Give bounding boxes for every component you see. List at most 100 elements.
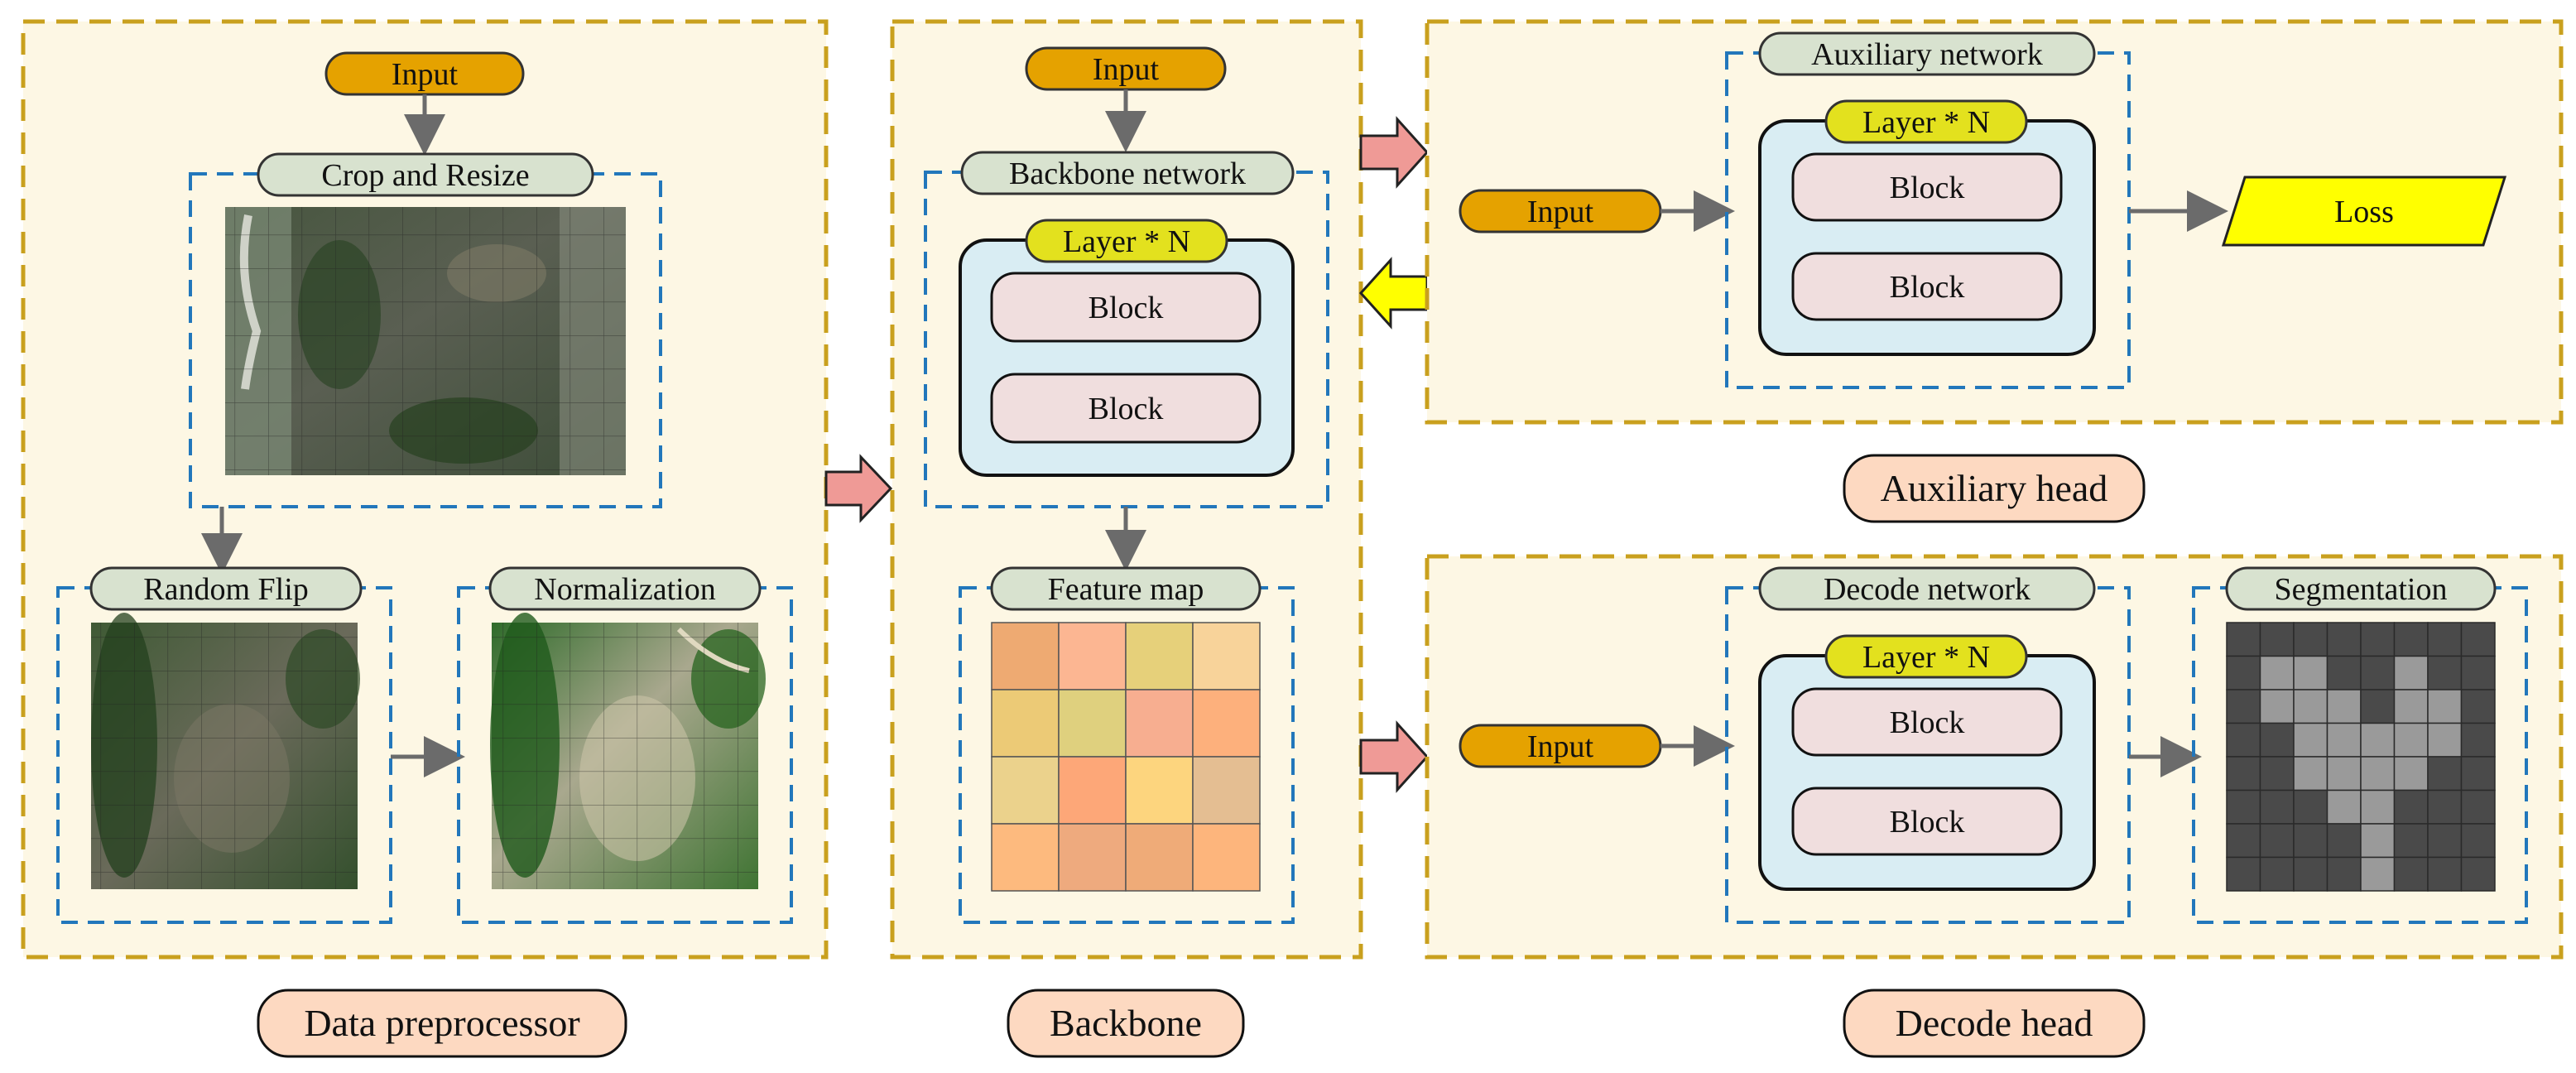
feature-cell — [991, 689, 1060, 758]
segmentation-cell — [2226, 722, 2261, 758]
backbone-network-label: Backbone network — [1009, 156, 1246, 191]
random-flip-label: Random Flip — [143, 572, 309, 607]
segmentation-box: Segmentation — [2192, 566, 2528, 924]
dec-block-2-label: Block — [1890, 805, 1965, 840]
feature-cell — [1192, 622, 1261, 690]
segmentation-cell — [2226, 689, 2261, 724]
dp-input-pill: Input — [324, 51, 525, 96]
segmentation-cell — [2226, 856, 2261, 892]
norm-satellite-image — [490, 613, 766, 889]
segmentation-cell — [2259, 823, 2295, 859]
section-auxiliary-head: Auxiliary head — [1843, 454, 2146, 523]
dec-block-1 — [1791, 687, 2063, 757]
segmentation-cell — [2293, 655, 2328, 690]
aux-input-label: Input — [1527, 195, 1594, 229]
segmentation-cell — [2360, 622, 2396, 657]
segmentation-cell — [2393, 689, 2429, 724]
segmentation-grid — [2226, 622, 2496, 892]
bb-input-label: Input — [1093, 52, 1160, 87]
feature-map-box: Feature map — [959, 566, 1295, 924]
dp-input-label: Input — [392, 57, 459, 92]
flip-satellite-image — [91, 613, 360, 889]
feature-cell — [1192, 823, 1261, 892]
data-preprocessor-title: Data preprocessor — [304, 1002, 579, 1044]
feature-map-grid — [991, 622, 1261, 892]
segmentation-cell — [2259, 689, 2295, 724]
segmentation-cell — [2460, 789, 2496, 825]
segmentation-cell — [2427, 823, 2463, 859]
section-decode-head: Decode head — [1843, 989, 2146, 1058]
segmentation-cell — [2427, 789, 2463, 825]
segmentation-cell — [2259, 789, 2295, 825]
segmentation-cell — [2427, 655, 2463, 690]
segmentation-cell — [2326, 756, 2362, 792]
segmentation-cell — [2293, 823, 2328, 859]
segmentation-cell — [2326, 722, 2362, 758]
feature-map-label: Feature map — [1048, 572, 1204, 607]
segmentation-cell — [2259, 722, 2295, 758]
feature-cell — [1125, 622, 1194, 690]
segmentation-cell — [2226, 823, 2261, 859]
segmentation-cell — [2393, 722, 2429, 758]
segmentation-cell — [2427, 856, 2463, 892]
loss-box: Loss — [2221, 176, 2507, 247]
segmentation-cell — [2360, 856, 2396, 892]
section-data-preprocessor: Data preprocessor — [257, 989, 627, 1058]
backbone-title: Backbone — [1050, 1002, 1202, 1044]
segmentation-cell — [2326, 622, 2362, 657]
feature-cell — [1058, 689, 1127, 758]
auxiliary-head-title: Auxiliary head — [1881, 467, 2108, 509]
aux-block-1 — [1791, 152, 2063, 222]
bb-block-1 — [990, 272, 1262, 343]
segmentation-cell — [2460, 856, 2496, 892]
aux-block-2-label: Block — [1890, 270, 1965, 305]
segmentation-cell — [2360, 789, 2396, 825]
segmentation-cell — [2427, 756, 2463, 792]
dec-block-2 — [1791, 787, 2063, 856]
dec-input-label: Input — [1527, 729, 1594, 764]
segmentation-cell — [2360, 689, 2396, 724]
random-flip-box: Random Flip — [56, 566, 392, 924]
segmentation-cell — [2259, 756, 2295, 792]
segmentation-cell — [2360, 722, 2396, 758]
segmentation-cell — [2460, 689, 2496, 724]
segmentation-cell — [2427, 689, 2463, 724]
segmentation-cell — [2293, 756, 2328, 792]
segmentation-cell — [2326, 655, 2362, 690]
segmentation-cell — [2326, 856, 2362, 892]
segmentation-cell — [2460, 756, 2496, 792]
feature-cell — [991, 756, 1060, 825]
normalization-box: Normalization — [457, 566, 793, 924]
feature-cell — [1058, 823, 1127, 892]
segmentation-cell — [2226, 789, 2261, 825]
arrow-dp-to-backbone — [824, 454, 893, 523]
feature-cell — [1192, 689, 1261, 758]
segmentation-cell — [2293, 722, 2328, 758]
segmentation-cell — [2326, 823, 2362, 859]
arrow-backbone-to-aux — [1359, 116, 1430, 189]
segmentation-cell — [2259, 622, 2295, 657]
aux-layer-label: Layer * N — [1862, 105, 1990, 140]
segmentation-cell — [2293, 856, 2328, 892]
segmentation-cell — [2393, 756, 2429, 792]
segmentation-cell — [2460, 622, 2496, 657]
loss-label: Loss — [2334, 195, 2394, 229]
segmentation-cell — [2259, 856, 2295, 892]
segmentation-cell — [2293, 622, 2328, 657]
bb-block-2-label: Block — [1089, 392, 1164, 426]
segmentation-cell — [2460, 722, 2496, 758]
feature-cell — [1125, 689, 1194, 758]
decode-head-title: Decode head — [1896, 1002, 2093, 1044]
bb-layer-label: Layer * N — [1063, 224, 1190, 259]
segmentation-cell — [2393, 655, 2429, 690]
feature-cell — [1058, 622, 1127, 690]
decode-network-box: Decode network Layer * N Block Block — [1725, 566, 2131, 924]
segmentation-cell — [2293, 689, 2328, 724]
aux-input-pill: Input — [1459, 189, 1662, 233]
normalization-label: Normalization — [534, 572, 715, 607]
crop-resize-label: Crop and Resize — [321, 158, 529, 193]
feature-cell — [1125, 823, 1194, 892]
feature-cell — [1058, 756, 1127, 825]
segmentation-cell — [2326, 789, 2362, 825]
segmentation-cell — [2460, 823, 2496, 859]
